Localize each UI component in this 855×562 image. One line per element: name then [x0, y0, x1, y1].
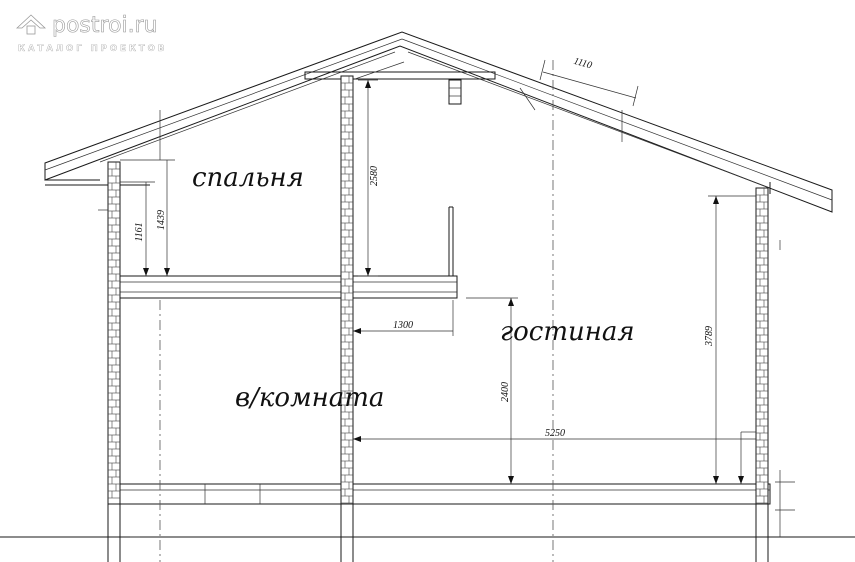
- dim-2580: 2580: [369, 166, 380, 186]
- left-wall: [107, 161, 121, 505]
- watermark-tagline: КАТАЛОГ ПРОЕКТОВ: [18, 44, 167, 54]
- dim-5250: 5250: [545, 428, 565, 439]
- right-wall: [755, 187, 769, 505]
- dim-1110: 1110: [572, 56, 593, 72]
- room-label-living: гостиная: [500, 317, 635, 347]
- dim-3789: 3789: [704, 326, 715, 347]
- roof: [44, 31, 833, 213]
- room-label-passage: в/комната: [235, 383, 384, 413]
- dim-1439: 1439: [156, 210, 167, 230]
- house-logo-icon: [15, 14, 47, 35]
- dim-1161: 1161: [134, 222, 145, 241]
- dim-1300: 1300: [393, 320, 413, 331]
- room-label-bedroom: спальня: [192, 163, 304, 193]
- dimension-arrows: [143, 80, 744, 484]
- slabs: [0, 206, 855, 562]
- brick-walls: [107, 75, 769, 505]
- dimension-lines: [98, 59, 795, 538]
- watermark-site: postroi.ru: [52, 13, 158, 38]
- center-wall: [340, 75, 354, 505]
- dim-2400: 2400: [500, 382, 511, 402]
- watermark: postroi.ru КАТАЛОГ ПРОЕКТОВ: [15, 13, 167, 54]
- axis-lines: [159, 60, 554, 562]
